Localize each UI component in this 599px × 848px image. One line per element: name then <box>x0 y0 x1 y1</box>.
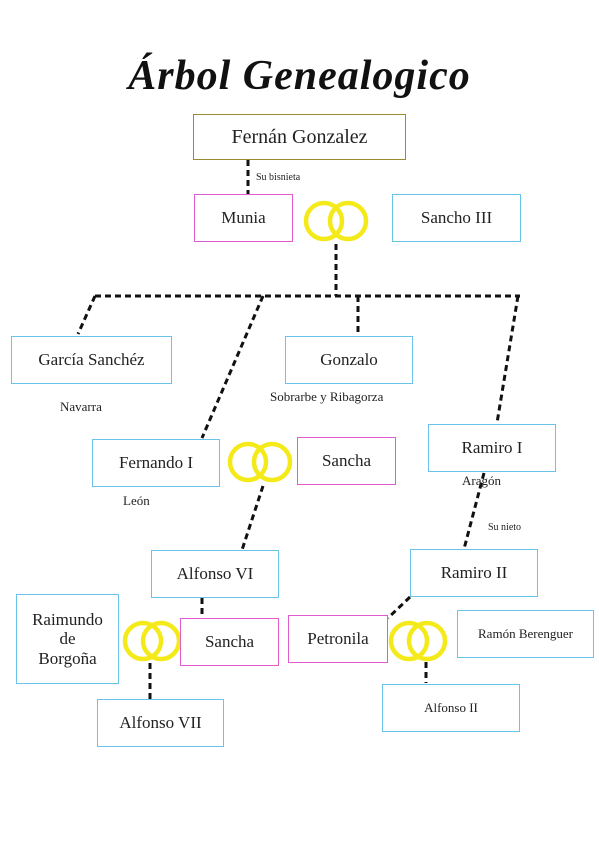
wedding-rings-icon <box>388 620 430 662</box>
node-label: Sancha <box>321 451 372 471</box>
node-label: Gonzalo <box>320 350 378 370</box>
node-alfonso-vi: Alfonso VI <box>151 550 279 598</box>
node-munia: Munia <box>194 194 293 242</box>
node-label: Alfonso VI <box>176 564 254 584</box>
node-fernan-gonzalez: Fernán Gonzalez <box>193 114 406 160</box>
node-label: Sancho III <box>420 208 493 228</box>
node-label: Sancha <box>204 632 255 652</box>
line-to-fernando <box>200 295 265 439</box>
note-su-nieto: Su nieto <box>488 522 522 533</box>
page-title: Árbol Genealogico <box>128 53 471 99</box>
node-ramon-berenguer: Ramón Berenguer <box>457 610 594 658</box>
node-label-line: de <box>59 629 76 649</box>
node-gonzalo: Gonzalo <box>285 336 413 384</box>
node-sancho-iii: Sancho III <box>392 194 521 242</box>
node-alfonso-ii: Alfonso II <box>382 684 520 732</box>
wedding-rings-icon <box>251 441 293 483</box>
note-sobrarbe-ribagorza: Sobrarbe y Ribagorza <box>270 389 384 404</box>
wedding-rings-icon <box>327 200 369 242</box>
node-ramiro-i: Ramiro I <box>428 424 556 472</box>
node-label: Fernando I <box>118 453 194 473</box>
node-label: García Sanchéz <box>38 350 145 370</box>
node-alfonso-vii: Alfonso VII <box>97 699 224 747</box>
node-label: Petronila <box>307 629 369 649</box>
wedding-rings-icon <box>140 620 182 662</box>
node-sancha-2: Sancha <box>180 618 279 666</box>
note-su-bisnieta: Su bisnieta <box>256 172 301 183</box>
wedding-rings-icon <box>406 620 448 662</box>
node-label: Ramiro I <box>461 438 523 458</box>
node-label-line: Raimundo <box>32 609 103 629</box>
note-leon: León <box>123 493 150 508</box>
wedding-rings-icon <box>303 200 345 242</box>
node-fernando-i: Fernando I <box>92 439 220 487</box>
node-garcia-sanchez: García Sanchéz <box>11 336 172 384</box>
node-raimundo-de-borgona: Raimundo de Borgoña <box>16 594 119 684</box>
node-label: Munia <box>221 208 266 228</box>
note-aragon: Aragón <box>462 473 501 488</box>
node-label: Alfonso VII <box>119 713 202 733</box>
node-petronila: Petronila <box>288 615 388 663</box>
line-fernando-alfonso6 <box>240 485 265 551</box>
note-navarra: Navarra <box>60 399 102 414</box>
wedding-rings-icon <box>122 620 164 662</box>
node-ramiro-ii: Ramiro II <box>410 549 538 597</box>
line-ramiro1-ramiro2 <box>462 472 486 550</box>
line-to-garcia <box>76 295 97 335</box>
node-label: Ramiro II <box>440 563 508 583</box>
node-label: Fernán Gonzalez <box>231 125 368 148</box>
node-label-line: Borgoña <box>38 648 97 668</box>
wedding-rings-icon <box>227 441 269 483</box>
line-to-ramiro1 <box>495 295 520 424</box>
node-label: Alfonso II <box>424 699 478 715</box>
node-label: Ramón Berenguer <box>478 625 573 641</box>
line-ramiro2-petronila <box>386 595 412 620</box>
node-sancha-1: Sancha <box>297 437 396 485</box>
